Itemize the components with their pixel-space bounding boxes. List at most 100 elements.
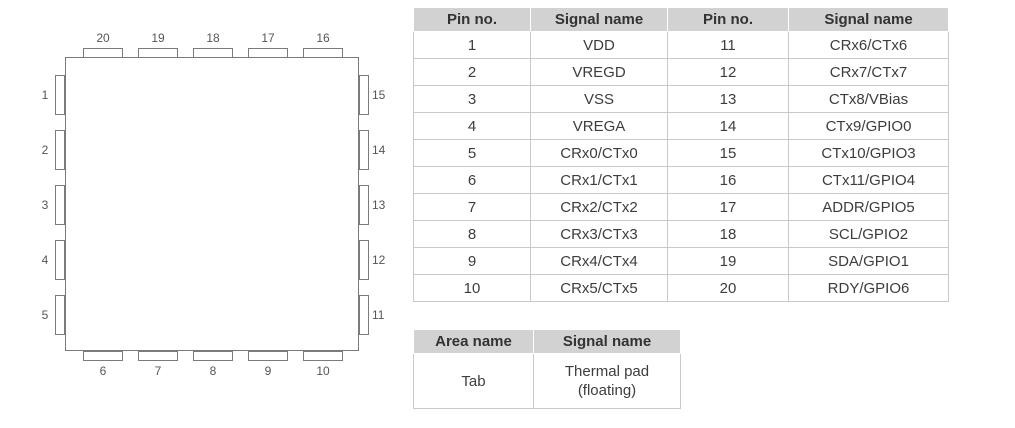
cell-signal-name: SDA/GPIO1	[788, 247, 949, 275]
pin-3	[55, 185, 65, 225]
pin-10-label: 10	[316, 364, 330, 378]
cell-pin-no: 2	[413, 58, 531, 86]
pin-2	[55, 130, 65, 170]
cell-pin-no: 12	[667, 58, 789, 86]
cell-pin-no: 17	[667, 193, 789, 221]
table-row: 3 VSS 13 CTx8/VBias	[413, 85, 949, 113]
pin-12	[359, 240, 369, 280]
cell-pin-no: 14	[667, 112, 789, 140]
cell-signal-name: Thermal pad (floating)	[533, 353, 681, 409]
cell-pin-no: 15	[667, 139, 789, 167]
cell-signal-name: ADDR/GPIO5	[788, 193, 949, 221]
table-row: 6 CRx1/CTx1 16 CTx11/GPIO4	[413, 166, 949, 194]
cell-area-name: Tab	[413, 353, 534, 409]
area-table: Area name Signal name Tab Thermal pad (f…	[413, 329, 681, 409]
table-row: 9 CRx4/CTx4 19 SDA/GPIO1	[413, 247, 949, 275]
pin-17-label: 17	[261, 31, 275, 45]
cell-pin-no: 10	[413, 274, 531, 302]
pin-4-label: 4	[41, 253, 49, 267]
cell-pin-no: 7	[413, 193, 531, 221]
cell-signal-name: CRx3/CTx3	[530, 220, 668, 248]
table-row: 5 CRx0/CTx0 15 CTx10/GPIO3	[413, 139, 949, 167]
cell-pin-no: 18	[667, 220, 789, 248]
cell-pin-no: 19	[667, 247, 789, 275]
cell-pin-no: 6	[413, 166, 531, 194]
cell-pin-no: 3	[413, 85, 531, 113]
cell-pin-no: 1	[413, 31, 531, 59]
pin-13	[359, 185, 369, 225]
column-header-signal-name: Signal name	[533, 329, 681, 354]
column-header-signal-name-left: Signal name	[530, 7, 668, 32]
pin-15-label: 15	[372, 88, 386, 102]
table-row: 8 CRx3/CTx3 18 SCL/GPIO2	[413, 220, 949, 248]
cell-signal-name: SCL/GPIO2	[788, 220, 949, 248]
cell-pin-no: 11	[667, 31, 789, 59]
cell-signal-name: VDD	[530, 31, 668, 59]
cell-signal-name: CRx2/CTx2	[530, 193, 668, 221]
table-row: 10 CRx5/CTx5 20 RDY/GPIO6	[413, 274, 949, 302]
pin-18	[193, 48, 233, 58]
table-row: 7 CRx2/CTx2 17 ADDR/GPIO5	[413, 193, 949, 221]
pin-13-label: 13	[372, 198, 386, 212]
pin-6-label: 6	[99, 364, 107, 378]
table-row: 2 VREGD 12 CRx7/CTx7	[413, 58, 949, 86]
cell-signal-name: RDY/GPIO6	[788, 274, 949, 302]
cell-signal-name: CRx5/CTx5	[530, 274, 668, 302]
pin-table-header-row: Pin no. Signal name Pin no. Signal name	[413, 7, 949, 32]
cell-pin-no: 5	[413, 139, 531, 167]
cell-signal-name: CTx8/VBias	[788, 85, 949, 113]
cell-signal-name: CRx1/CTx1	[530, 166, 668, 194]
cell-signal-name: CRx0/CTx0	[530, 139, 668, 167]
cell-pin-no: 13	[667, 85, 789, 113]
cell-pin-no: 4	[413, 112, 531, 140]
pin-16	[303, 48, 343, 58]
pin-8	[193, 351, 233, 361]
pin-5	[55, 295, 65, 335]
cell-pin-no: 8	[413, 220, 531, 248]
cell-signal-name: CTx11/GPIO4	[788, 166, 949, 194]
pin-19-label: 19	[151, 31, 165, 45]
cell-signal-name: CTx9/GPIO0	[788, 112, 949, 140]
pin-10	[303, 351, 343, 361]
cell-pin-no: 9	[413, 247, 531, 275]
cell-signal-name: CRx6/CTx6	[788, 31, 949, 59]
cell-signal-name: CRx4/CTx4	[530, 247, 668, 275]
pin-20-label: 20	[96, 31, 110, 45]
pin-7-label: 7	[154, 364, 162, 378]
pin-11-label: 11	[372, 308, 385, 322]
pin-8-label: 8	[209, 364, 217, 378]
pin-9	[248, 351, 288, 361]
pin-12-label: 12	[372, 253, 386, 267]
pin-19	[138, 48, 178, 58]
column-header-pin-no-right: Pin no.	[667, 7, 789, 32]
cell-pin-no: 16	[667, 166, 789, 194]
area-table-header-row: Area name Signal name	[413, 329, 681, 354]
column-header-pin-no-left: Pin no.	[413, 7, 531, 32]
table-row: Tab Thermal pad (floating)	[413, 353, 681, 409]
column-header-area-name: Area name	[413, 329, 534, 354]
pin-14	[359, 130, 369, 170]
cell-signal-name: VSS	[530, 85, 668, 113]
column-header-signal-name-right: Signal name	[788, 7, 949, 32]
pin-16-label: 16	[316, 31, 330, 45]
cell-pin-no: 20	[667, 274, 789, 302]
cell-signal-name: CRx7/CTx7	[788, 58, 949, 86]
cell-signal-name: VREGD	[530, 58, 668, 86]
table-row: 4 VREGA 14 CTx9/GPIO0	[413, 112, 949, 140]
pin-9-label: 9	[264, 364, 272, 378]
pin-1-label: 1	[41, 88, 49, 102]
pin-3-label: 3	[41, 198, 49, 212]
pin-15	[359, 75, 369, 115]
cell-signal-name: VREGA	[530, 112, 668, 140]
cell-signal-name: CTx10/GPIO3	[788, 139, 949, 167]
pin-1	[55, 75, 65, 115]
pin-7	[138, 351, 178, 361]
pin-assignment-table: Pin no. Signal name Pin no. Signal name …	[413, 7, 949, 302]
pin-5-label: 5	[41, 308, 49, 322]
pin-2-label: 2	[41, 143, 49, 157]
pin-18-label: 18	[206, 31, 220, 45]
pin-17	[248, 48, 288, 58]
pin-11	[359, 295, 369, 335]
pin-20	[83, 48, 123, 58]
